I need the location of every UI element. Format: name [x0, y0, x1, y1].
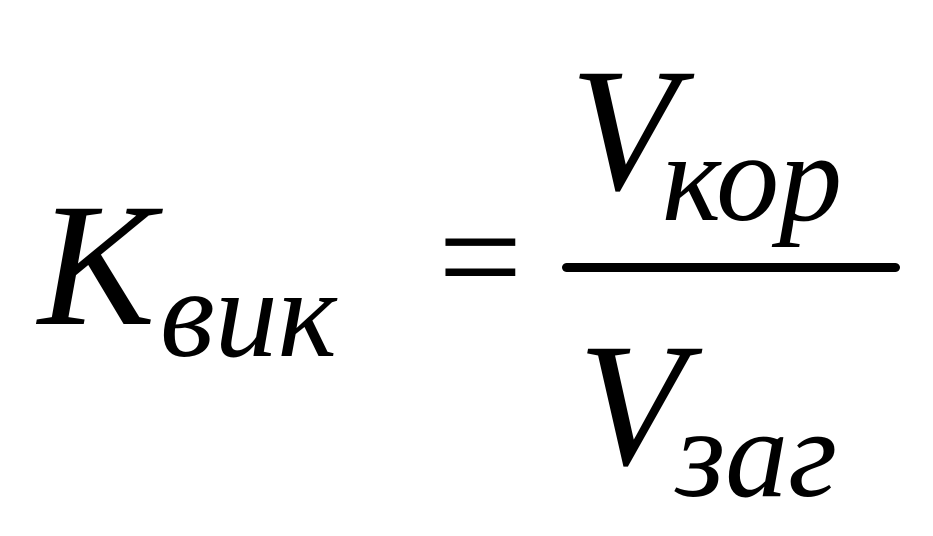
fraction-bar [562, 263, 900, 272]
denominator-symbol: V [578, 308, 686, 503]
lhs-symbol: K [38, 168, 156, 363]
equals-sign: = [438, 174, 523, 340]
denominator-subscript: заг [676, 385, 838, 524]
lhs-subscript: вик [160, 245, 337, 384]
numerator-subscript: кор [662, 109, 843, 248]
numerator-symbol: V [570, 33, 678, 228]
